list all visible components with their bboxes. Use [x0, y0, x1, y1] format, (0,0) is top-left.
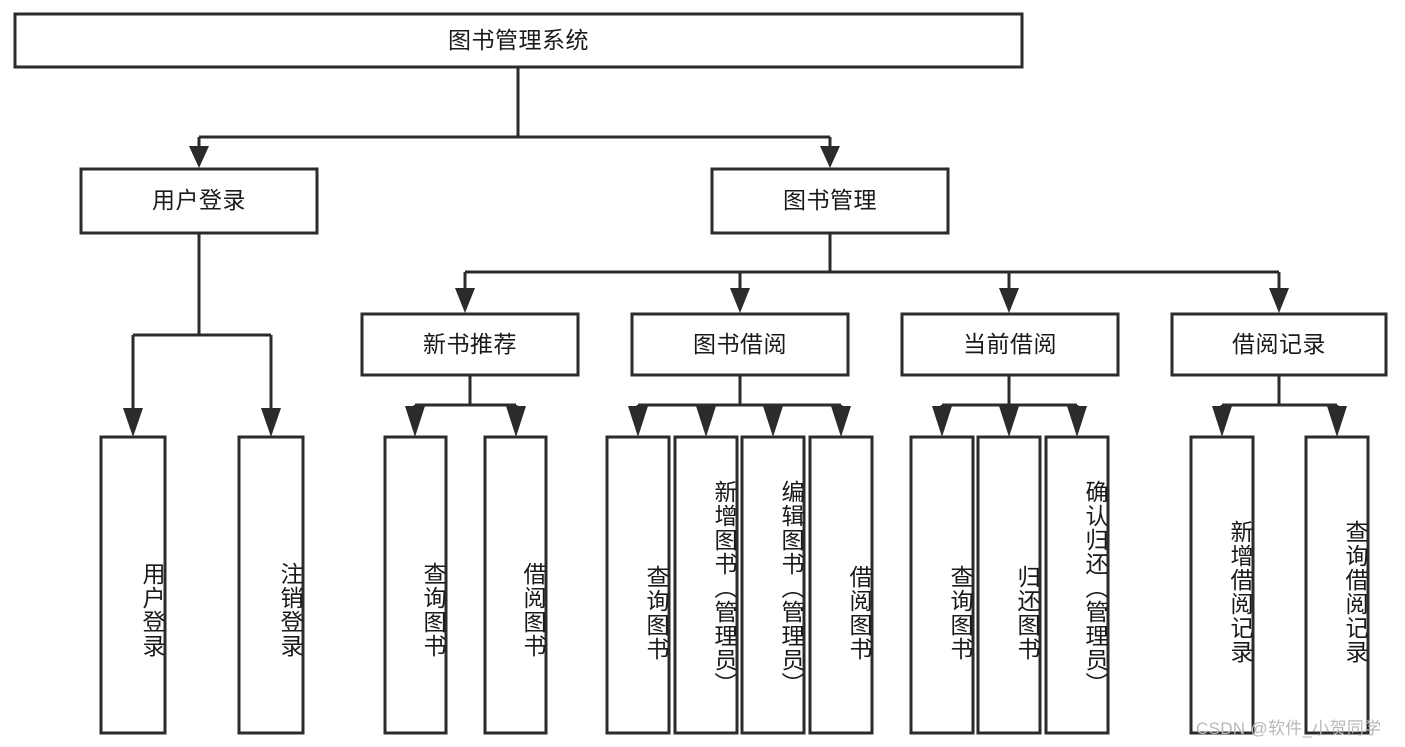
arrow-book-to-record — [1269, 288, 1289, 313]
node-box-new-book-recommend[interactable] — [360, 312, 580, 377]
node-box-leaf-query-borrow-record[interactable] — [1304, 435, 1370, 735]
arrow-record-leaf2 — [1327, 406, 1347, 437]
node-box-user-login[interactable] — [79, 167, 319, 235]
arrow-current-leaf1 — [932, 406, 952, 437]
arrow-borrow-leaf3 — [763, 406, 783, 437]
node-box-leaf-query-book-3[interactable] — [909, 435, 975, 735]
connector-group-root — [189, 67, 840, 168]
connector-group-new-book — [405, 375, 526, 437]
node-box-leaf-confirm-return-admin[interactable] — [1044, 435, 1110, 735]
node-box-leaf-edit-book-admin[interactable] — [740, 435, 806, 735]
arrow-root-to-book — [820, 146, 840, 168]
arrow-borrow-leaf4 — [831, 406, 851, 437]
connector-group-book-mgmt — [455, 233, 1289, 313]
node-box-leaf-borrow-book-1[interactable] — [483, 435, 548, 735]
node-box-leaf-query-book-1[interactable] — [383, 435, 448, 735]
node-box-borrow-record[interactable] — [1170, 312, 1388, 377]
arrow-user-leaf2 — [261, 408, 281, 437]
node-box-leaf-add-borrow-record[interactable] — [1189, 435, 1255, 735]
node-box-book-borrow[interactable] — [630, 312, 850, 377]
connector-group-borrow-record — [1212, 375, 1347, 437]
arrow-borrow-leaf1 — [628, 406, 648, 437]
arrow-current-leaf2 — [999, 406, 1019, 437]
node-box-leaf-return-book[interactable] — [976, 435, 1042, 735]
connector-group-current-borrow — [932, 375, 1087, 437]
connector-group-user-login — [123, 233, 281, 437]
arrow-borrow-leaf2 — [696, 406, 716, 437]
arrow-current-leaf3 — [1067, 406, 1087, 437]
node-box-current-borrow[interactable] — [900, 312, 1120, 377]
node-box-leaf-user-login[interactable] — [99, 435, 167, 735]
node-box-book-management[interactable] — [710, 167, 950, 235]
node-box-root[interactable] — [13, 12, 1024, 69]
node-box-leaf-user-logout[interactable] — [237, 435, 305, 735]
arrow-record-leaf1 — [1212, 406, 1232, 437]
arrow-user-leaf1 — [123, 408, 143, 437]
node-box-leaf-add-book-admin[interactable] — [673, 435, 739, 735]
arrow-new-leaf1 — [405, 406, 425, 437]
arrow-new-leaf2 — [506, 406, 526, 437]
node-box-leaf-borrow-book-2[interactable] — [808, 435, 874, 735]
arrow-book-to-current — [999, 288, 1019, 313]
arrow-book-to-new — [455, 288, 475, 313]
connector-group-borrow-book — [628, 375, 851, 437]
arrow-root-to-user — [189, 146, 209, 168]
arrow-book-to-borrow — [730, 288, 750, 313]
node-box-leaf-query-book-2[interactable] — [605, 435, 671, 735]
